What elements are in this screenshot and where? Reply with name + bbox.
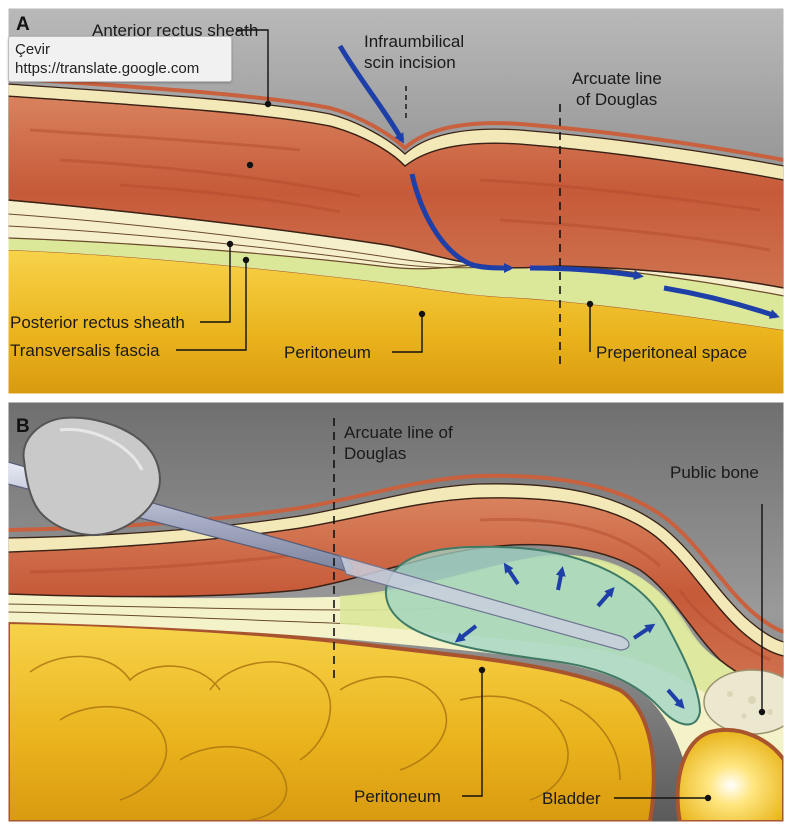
panel-b-balloon-cannula (339, 555, 630, 651)
label-preperitoneal-space: Preperitoneal space (596, 343, 747, 362)
panel-b-trocar-handle (22, 416, 161, 536)
panel-b-anterior-sheath (8, 483, 784, 657)
label-incision-line2: scin incision (364, 53, 456, 72)
label-arcuate-line2: of Douglas (576, 90, 657, 109)
panel-b: B Arcuate line of Douglas Public bone Pe… (8, 402, 784, 822)
label-anterior-rectus-sheath: Anterior rectus sheath (92, 21, 258, 40)
panel-a: A Anterior rectus sheath Infraumbilical … (8, 8, 784, 394)
panel-a-space-arrow-1 (529, 265, 644, 281)
panel-a-incision-arrow (337, 44, 405, 144)
panel-b-bowel-loops (29, 655, 621, 821)
label-b-arcuate-line2: Douglas (344, 444, 406, 463)
panel-a-anterior-sheath (8, 83, 784, 181)
tooltip-url[interactable]: https://translate.google.com (15, 60, 200, 77)
panel-a-preperitoneal-space (8, 238, 784, 330)
panel-b-peritoneal-contents (8, 619, 656, 822)
panel-a-muscle-texture (29, 128, 771, 252)
label-transversalis-fascia: Transversalis fascia (10, 341, 160, 360)
panel-a-letter: A (16, 14, 30, 35)
label-pubic-bone: Public bone (670, 463, 759, 482)
label-posterior-rectus-sheath: Posterior rectus sheath (10, 313, 185, 332)
label-peritoneum-a: Peritoneum (284, 343, 371, 362)
panel-b-letter: B (16, 416, 30, 437)
label-b-arcuate-line1: Arcuate line of (344, 423, 453, 442)
panel-b-bladder (675, 727, 784, 822)
label-peritoneum-b: Peritoneum (354, 787, 441, 806)
panel-a-peritoneum-layer (8, 250, 784, 394)
panel-a-dissection-arrow (409, 173, 514, 273)
label-bladder: Bladder (542, 789, 601, 808)
translate-tooltip[interactable]: Çevir https://translate.google.com (8, 36, 232, 82)
panel-a-space-arrow-2 (663, 285, 780, 319)
label-arcuate-line1: Arcuate line (572, 69, 662, 88)
panel-b-expansion-arrows (454, 562, 685, 710)
label-incision-line1: Infraumbilical (364, 32, 464, 51)
tooltip-title: Çevir (15, 41, 51, 58)
